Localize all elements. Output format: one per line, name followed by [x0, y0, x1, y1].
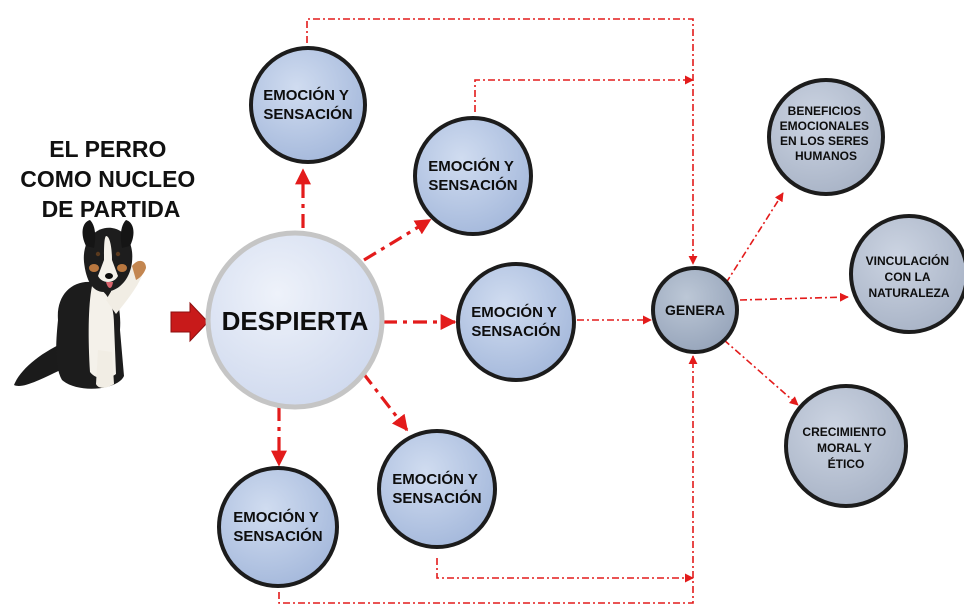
svg-text:CRECIMIENTO MORAL Y: CRECIMIENTO MORAL Y ÉTICO [802, 425, 889, 471]
connector-emotion-upper-right-to-main-line [474, 75, 694, 112]
emotion-node-label: SENSACIÓN [392, 489, 481, 507]
outcome-node-label: CRECIMIENTO [802, 425, 886, 439]
emotion-node-bottom: EMOCIÓN Y SENSACIÓN [217, 466, 339, 588]
title-line: COMO NUCLEO [20, 166, 195, 192]
hub-node-genera: GENERA [651, 266, 739, 354]
outcome-node-label: CON LA [885, 270, 931, 284]
emotion-node-label: SENSACIÓN [471, 322, 560, 340]
emotion-node-label: SENSACIÓN [263, 105, 352, 123]
outcome-node-label: NATURALEZA [868, 286, 949, 300]
emotion-node-label: EMOCIÓN Y [233, 508, 319, 526]
outcome-node-label: EMOCIONALES [780, 119, 869, 133]
emotion-node-upper-right: EMOCIÓN Y SENSACIÓN [413, 116, 533, 236]
outcome-node-label: HUMANOS [795, 149, 857, 163]
emotion-node-middle: EMOCIÓN Y SENSACIÓN [456, 262, 576, 382]
svg-text:EMOCIÓN Y SENSACIÓN: EMOCIÓN Y SENSACIÓN [428, 157, 517, 194]
center-node-despierta: DESPIERTA [205, 230, 385, 410]
arrow-center-to-emotion-upper-right [363, 218, 432, 262]
emotion-node-label: EMOCIÓN Y [428, 157, 514, 175]
svg-text:EMOCIÓN Y SENSACIÓN: EMOCIÓN Y SENSACIÓN [233, 508, 322, 545]
outcome-node-label: MORAL Y [817, 441, 872, 455]
outcome-node-label: VINCULACIÓN [866, 253, 949, 268]
outcome-node-beneficios: BENEFICIOS EMOCIONALES EN LOS SERES HUMA… [767, 78, 885, 196]
title-line: EL PERRO [49, 136, 166, 162]
connector-emotion-lower-right-to-main-line [436, 558, 694, 583]
connector-genera-to-beneficios [725, 192, 784, 284]
svg-text:BENEFICIOS EMOCIONALES: BENEFICIOS EMOCIONALES EN LOS SERES HUMA… [780, 104, 873, 163]
emotion-node-top: EMOCIÓN Y SENSACIÓN [249, 46, 367, 164]
connector-emotion-bottom-to-genera [278, 355, 698, 604]
emotion-node-label: SENSACIÓN [428, 176, 517, 194]
dog-image [14, 220, 146, 389]
emotion-node-label: EMOCIÓN Y [392, 470, 478, 488]
outcome-node-label: BENEFICIOS [788, 104, 861, 118]
connector-emotion-top-to-genera [306, 18, 698, 265]
connector-genera-to-crecimiento [723, 339, 799, 406]
svg-text:EMOCIÓN Y SENSACIÓN: EMOCIÓN Y SENSACIÓN [392, 470, 481, 507]
arrow-center-to-emotion-lower-right [361, 372, 409, 432]
diagram-title: EL PERRO COMO NUCLEO DE PARTIDA [20, 136, 201, 222]
connectors [271, 18, 849, 604]
emotion-node-label: EMOCIÓN Y [471, 303, 557, 321]
input-arrow-icon [170, 301, 209, 343]
svg-text:VINCULACIÓN CON LA: VINCULACIÓN CON LA NATURALEZA [866, 253, 953, 300]
svg-text:EMOCIÓN Y SENSACIÓN: EMOCIÓN Y SENSACIÓN [471, 303, 560, 340]
outcome-node-vinculacion: VINCULACIÓN CON LA NATURALEZA [849, 214, 964, 334]
emotion-node-label: EMOCIÓN Y [263, 86, 349, 104]
connector-genera-to-vinculacion [739, 292, 849, 302]
svg-text:EMOCIÓN Y SENSACIÓN: EMOCIÓN Y SENSACIÓN [263, 86, 352, 123]
outcome-node-label: EN LOS SERES [780, 134, 869, 148]
center-node-label: DESPIERTA [222, 306, 369, 336]
emotion-node-lower-right: EMOCIÓN Y SENSACIÓN [377, 429, 497, 549]
outcome-node-label: ÉTICO [828, 456, 865, 471]
emotion-node-label: SENSACIÓN [233, 527, 322, 545]
hub-node-label: GENERA [665, 302, 725, 318]
outcome-node-crecimiento: CRECIMIENTO MORAL Y ÉTICO [784, 384, 908, 508]
title-line: DE PARTIDA [42, 196, 181, 222]
